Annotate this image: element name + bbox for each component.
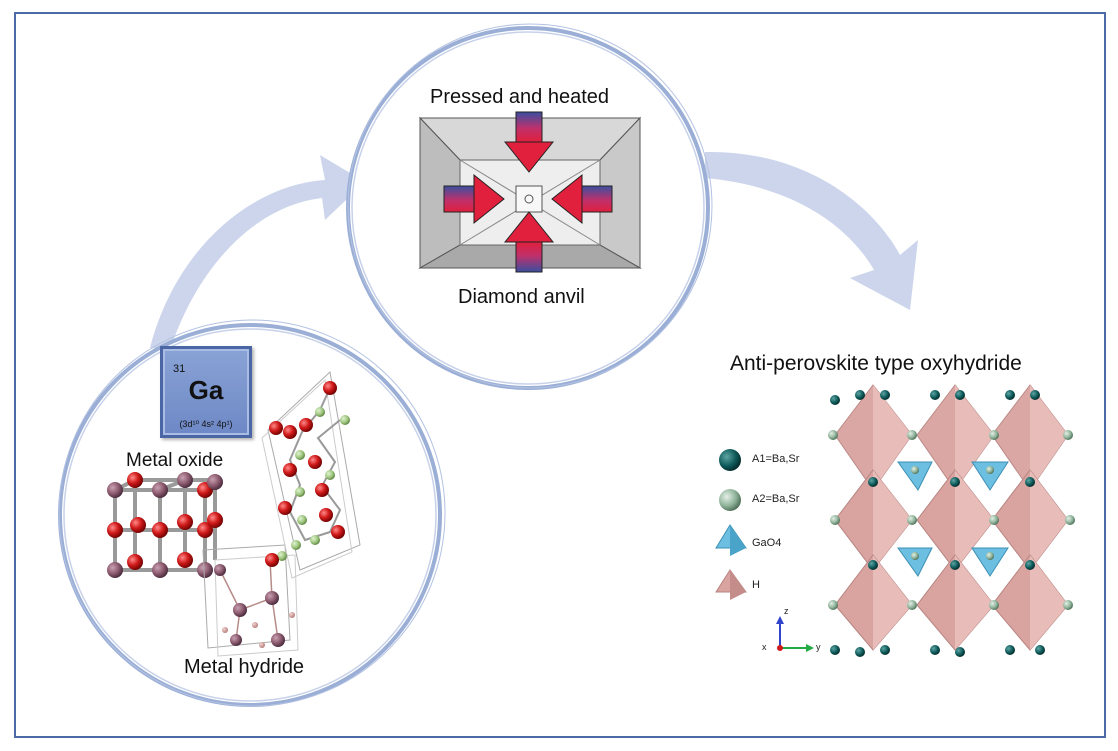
legend-gao4-label: GaO4 bbox=[752, 537, 782, 549]
diamond-anvil-illustration bbox=[418, 111, 642, 273]
figure-frame bbox=[14, 12, 1106, 738]
arrow-to-oxyhydride bbox=[705, 151, 918, 310]
axis-y-label: y bbox=[816, 642, 821, 652]
legend-symbols bbox=[715, 449, 747, 600]
legend-h-symbol bbox=[715, 569, 747, 600]
metal-oxide-atoms bbox=[107, 472, 223, 578]
atomic-number: 31 bbox=[173, 363, 186, 375]
press-arrow-top bbox=[503, 111, 555, 173]
legend-h-label: H bbox=[752, 579, 760, 591]
metal-hydride-label: Metal hydride bbox=[184, 656, 305, 678]
oxide-chain-structure bbox=[261, 371, 361, 579]
axis-x-label: x bbox=[762, 642, 767, 652]
legend-gao4-symbol bbox=[715, 524, 747, 556]
legend-a2-label: A2=Ba,Sr bbox=[752, 493, 800, 505]
legend-a1-label: A1=Ba,Sr bbox=[752, 453, 800, 465]
gallium-element-card: 31 Ga (3d¹⁰ 4s² 4p¹) bbox=[160, 346, 252, 438]
pressed-heated-label: Pressed and heated bbox=[430, 86, 610, 108]
element-symbol: Ga bbox=[188, 375, 224, 405]
arrow-to-anvil bbox=[150, 155, 365, 350]
press-arrow-right bbox=[551, 173, 613, 225]
press-arrow-bottom bbox=[503, 211, 555, 273]
diamond-anvil-label: Diamond anvil bbox=[458, 286, 585, 308]
oxyhydride-title: Anti-perovskite type oxyhydride bbox=[730, 352, 1022, 375]
axis-indicator bbox=[776, 616, 814, 652]
metal-oxide-structure bbox=[113, 478, 217, 572]
electron-configuration: (3d¹⁰ 4s² 4p¹) bbox=[179, 419, 233, 429]
axis-z-label: z bbox=[784, 606, 789, 616]
legend-a1-symbol bbox=[719, 449, 741, 471]
press-arrow-left bbox=[443, 173, 505, 225]
metal-oxide-label: Metal oxide bbox=[126, 450, 224, 471]
legend-a2-symbol bbox=[719, 489, 741, 511]
oxyhydride-structure bbox=[834, 384, 1069, 651]
oxyhydride-atoms bbox=[828, 390, 1075, 657]
